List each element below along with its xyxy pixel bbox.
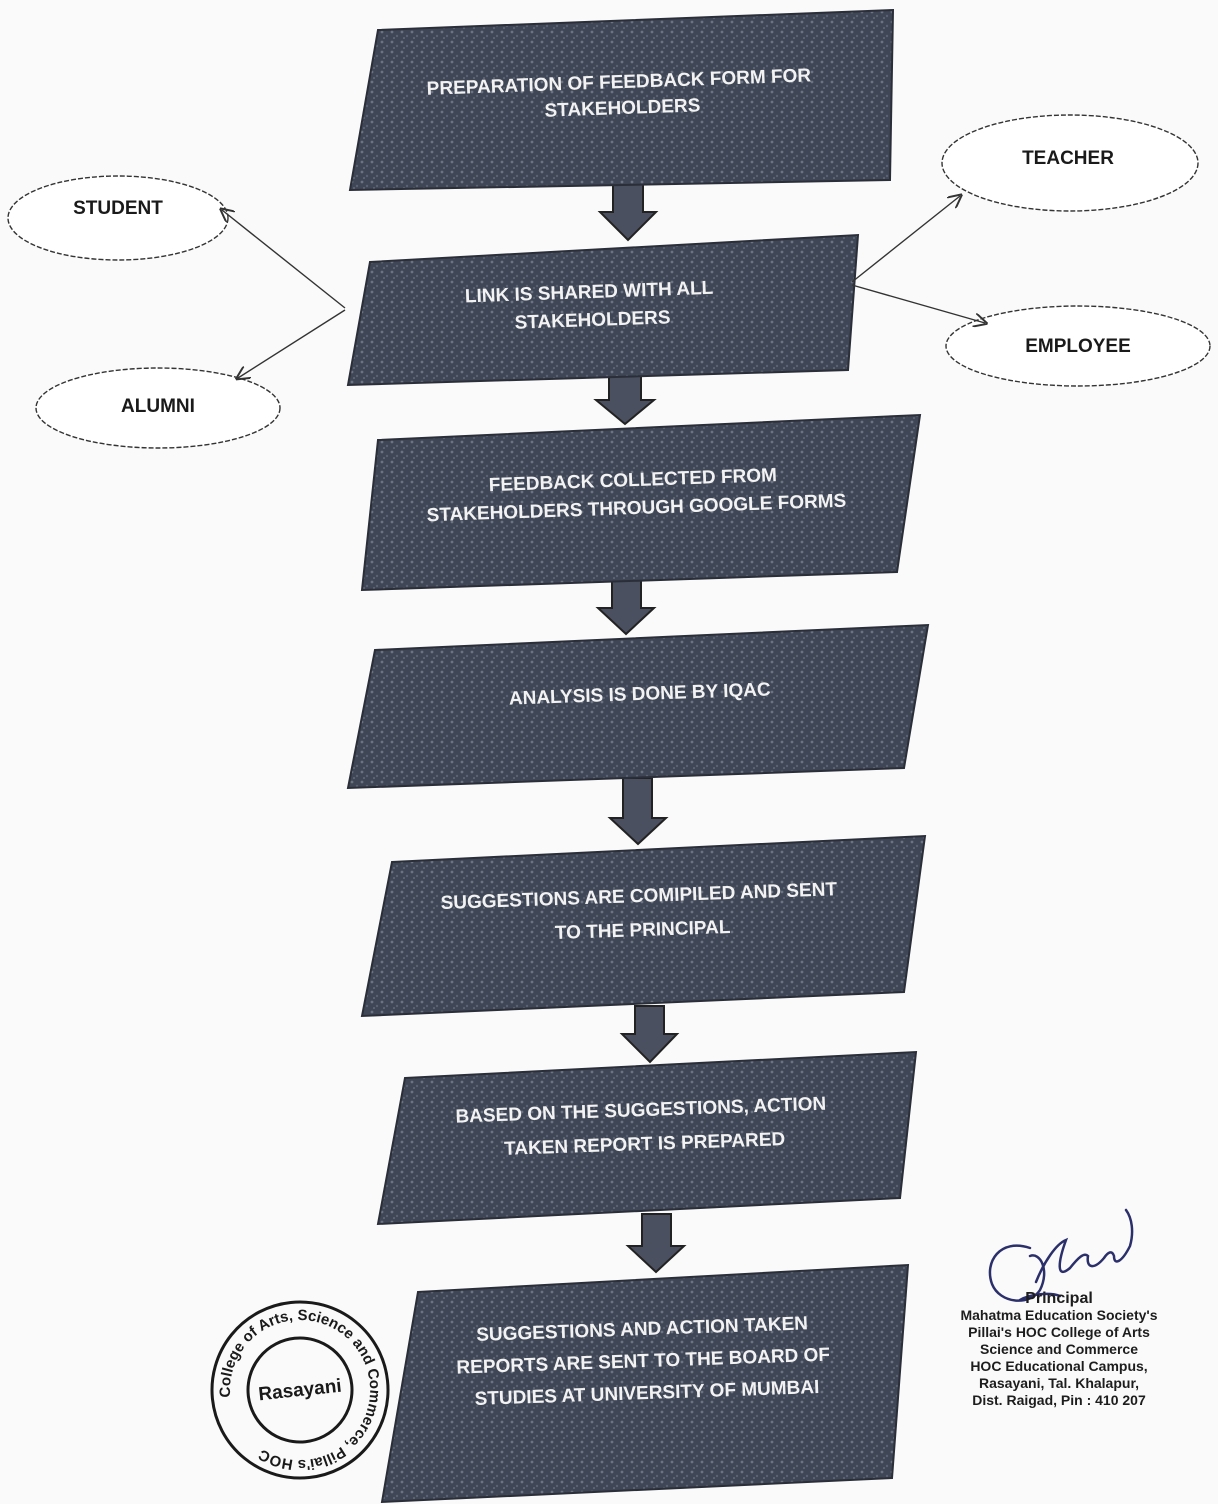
connector-teacher bbox=[851, 196, 960, 283]
signature-line-6: Dist. Raigad, Pin : 410 207 bbox=[972, 1392, 1146, 1408]
down-arrow-5 bbox=[619, 1005, 680, 1064]
connector-alumni bbox=[238, 309, 346, 378]
signature-line-5: Rasayani, Tal. Khalapur, bbox=[978, 1375, 1140, 1391]
principal-title: Principal bbox=[1025, 1290, 1093, 1307]
stakeholder-employee-label: EMPLOYEE bbox=[1025, 336, 1131, 357]
signature-line-1: Mahatma Education Society's bbox=[960, 1307, 1158, 1323]
stakeholder-alumni: ALUMNI bbox=[35, 367, 281, 449]
down-arrow-1 bbox=[597, 179, 659, 242]
signature-line-3: Science and Commerce bbox=[980, 1341, 1138, 1357]
principal-signature-block: Principal Mahatma Education Society's Pi… bbox=[924, 1290, 1194, 1409]
stakeholder-connectors bbox=[222, 196, 985, 378]
down-arrow-2 bbox=[593, 375, 657, 426]
connector-student bbox=[222, 210, 346, 309]
flow-step-1: PREPARATION OF FEEDBACK FORM FOR STAKEHO… bbox=[348, 8, 895, 192]
stakeholder-teacher-label: TEACHER bbox=[1022, 148, 1114, 169]
flow-step-7: SUGGESTIONS AND ACTION TAKEN REPORTS ARE… bbox=[380, 1263, 910, 1504]
stakeholder-nodes: STUDENT ALUMNI TEACHER EMPLOYEE bbox=[7, 114, 1211, 449]
college-seal: College of Arts, Science and Commerce, P… bbox=[209, 1299, 392, 1482]
flow-step-3: FEEDBACK COLLECTED FROM STAKEHOLDERS THR… bbox=[360, 413, 922, 592]
signature-line-4: HOC Educational Campus, bbox=[970, 1358, 1148, 1374]
down-arrow-6 bbox=[625, 1213, 687, 1274]
flow-step-2: LINK IS SHARED WITH ALL STAKEHOLDERS bbox=[346, 233, 860, 387]
stakeholder-alumni-label: ALUMNI bbox=[121, 396, 195, 417]
down-arrows bbox=[593, 179, 687, 1274]
flow-steps: PREPARATION OF FEEDBACK FORM FOR STAKEHO… bbox=[346, 8, 930, 1504]
flow-step-6: BASED ON THE SUGGESTIONS, ACTION TAKEN R… bbox=[376, 1050, 918, 1226]
principal-signature bbox=[988, 1208, 1134, 1302]
stakeholder-student: STUDENT bbox=[7, 175, 229, 261]
stakeholder-student-label: STUDENT bbox=[73, 198, 163, 219]
svg-text:SUGGESTIONS AND ACTION TAKEN: SUGGESTIONS AND ACTION TAKEN REPORTS ARE… bbox=[455, 1312, 837, 1410]
flow-step-5: SUGGESTIONS ARE COMIPILED AND SENT TO TH… bbox=[360, 834, 927, 1018]
flow-step-4: ANALYSIS IS DONE BY IQAC bbox=[346, 623, 930, 790]
connector-employee bbox=[851, 284, 985, 323]
down-arrow-3 bbox=[595, 577, 657, 636]
stakeholder-employee: EMPLOYEE bbox=[945, 305, 1211, 387]
down-arrow-4 bbox=[607, 777, 669, 846]
signature-line-2: Pillai's HOC College of Arts bbox=[968, 1324, 1150, 1340]
stakeholder-teacher: TEACHER bbox=[941, 114, 1199, 212]
